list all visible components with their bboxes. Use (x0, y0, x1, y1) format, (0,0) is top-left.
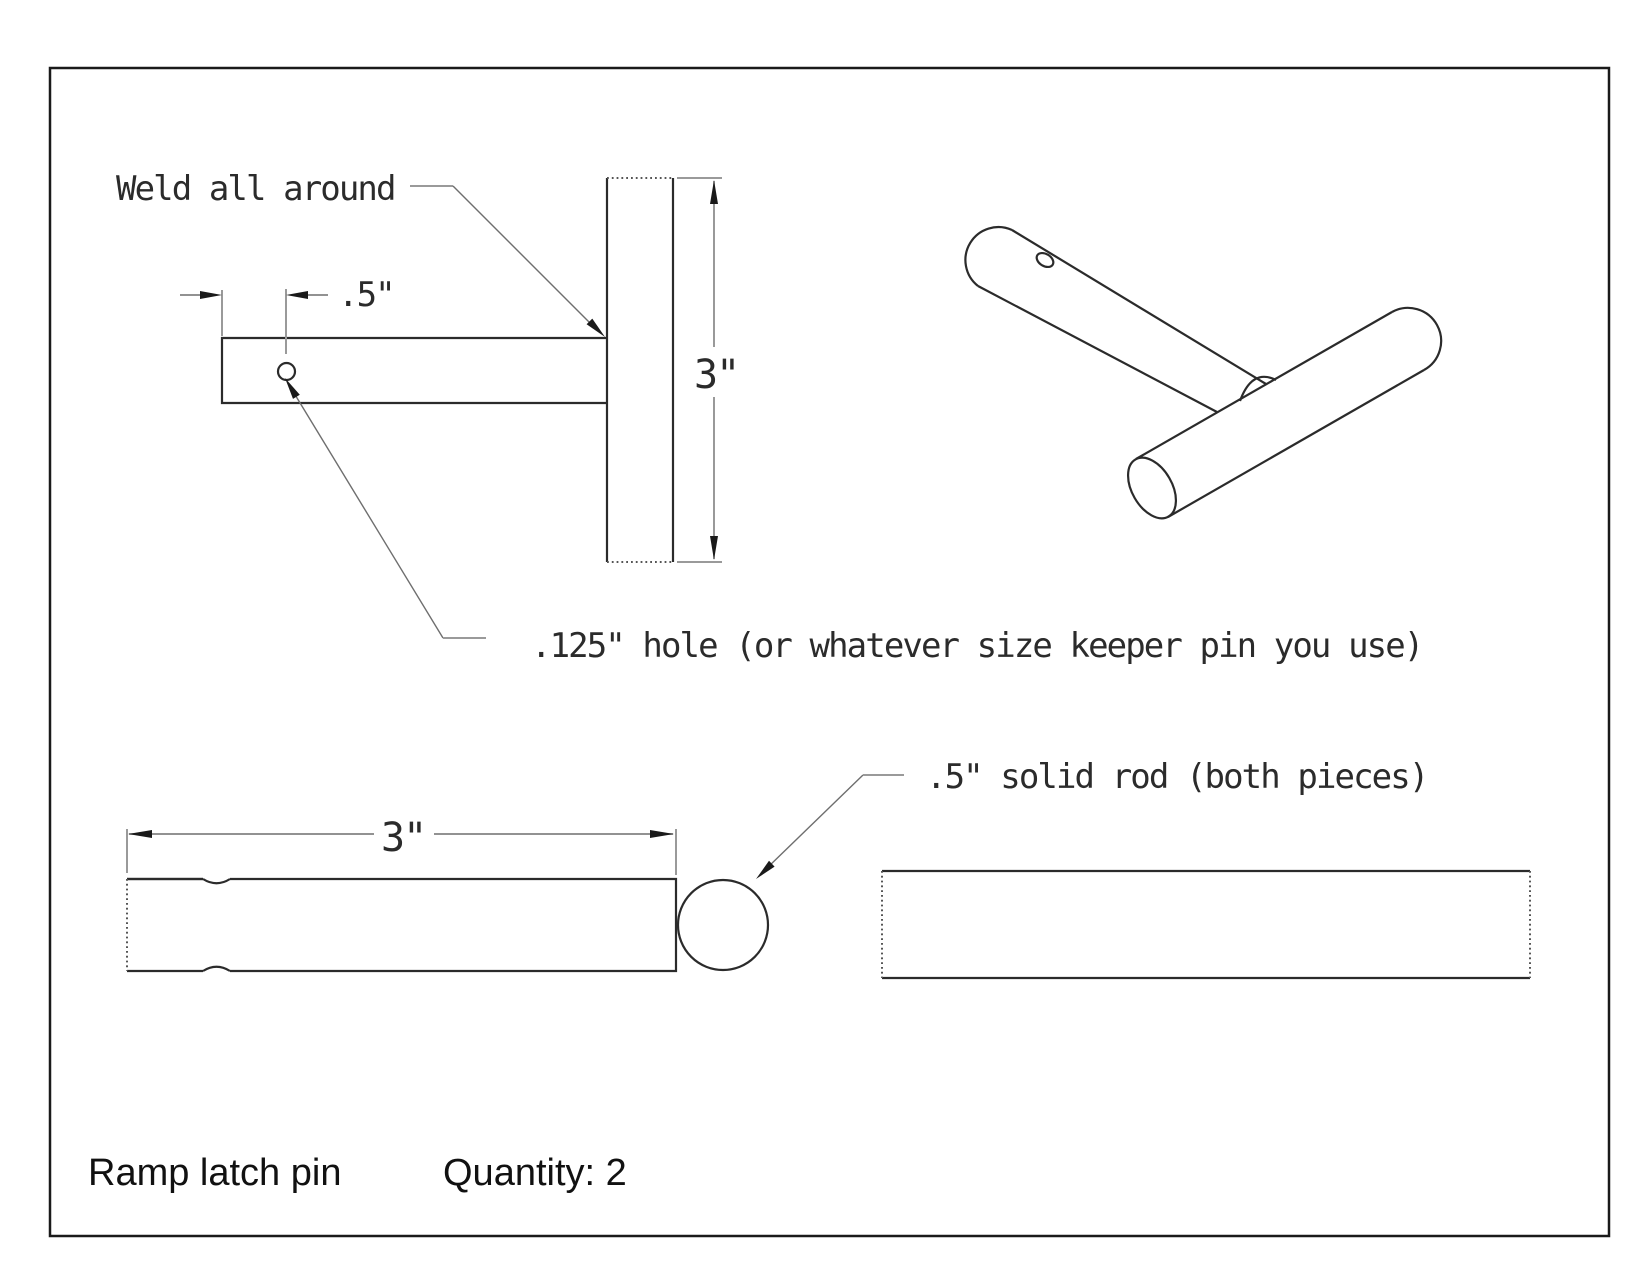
isometric-view (964, 225, 1443, 520)
pin-length-dim: 3" (381, 815, 425, 861)
neck-notch-top (202, 878, 231, 885)
arrowhead-up (710, 180, 718, 204)
crossbar-end-face (1126, 456, 1178, 520)
crossbar-top-edge (1135, 311, 1393, 460)
crossbar-length-dim: 3" (694, 352, 738, 398)
sheet-border (48, 66, 1611, 1238)
neck-notch-bottom (202, 965, 231, 972)
weld-note: Weld all around (116, 169, 395, 209)
leader-line (452, 185, 599, 332)
leader-line (765, 774, 864, 870)
leader-arrowhead (586, 318, 605, 337)
pin-rounded-end (964, 225, 1013, 287)
weld-junction-bulge (1238, 375, 1277, 402)
pin-rod-outline (220, 336, 607, 405)
leader-arrowhead (285, 378, 300, 399)
end-view-rod (676, 878, 770, 972)
crossbar-bottom-edge (1167, 369, 1425, 518)
side-view-pin: 3" (126, 815, 770, 973)
pin-bottom-edge (977, 285, 1218, 413)
keeper-pin-hole-iso (1035, 251, 1055, 269)
title-block: Ramp latch pin Quantity: 2 (88, 1152, 627, 1194)
leader-arrowhead (756, 860, 775, 879)
hole-note: .125" hole (or whatever size keeper pin … (531, 626, 1422, 666)
keeper-pin-hole (276, 361, 297, 382)
quantity-label: Quantity: 2 (443, 1152, 627, 1194)
hole-offset-dim: .5" (338, 275, 394, 315)
side-view-crossbar (881, 869, 1531, 980)
arrowhead-left (128, 830, 152, 838)
pin-side-outline (127, 877, 678, 973)
arrowhead-right (200, 291, 222, 299)
front-view: .5" 3" Weld all around .125" hole (or wh… (116, 169, 1424, 666)
part-name: Ramp latch pin (88, 1152, 341, 1194)
arrowhead-down (710, 536, 718, 560)
arrowhead-left (286, 291, 308, 299)
leader-line (293, 392, 444, 639)
rod-note: .5" solid rod (both pieces) (926, 757, 1427, 797)
arrowhead-right (650, 830, 674, 838)
crossbar-rounded-end (1391, 306, 1443, 371)
rod-note-group: .5" solid rod (both pieces) (756, 757, 1429, 879)
pin-top-edge (1011, 229, 1267, 385)
